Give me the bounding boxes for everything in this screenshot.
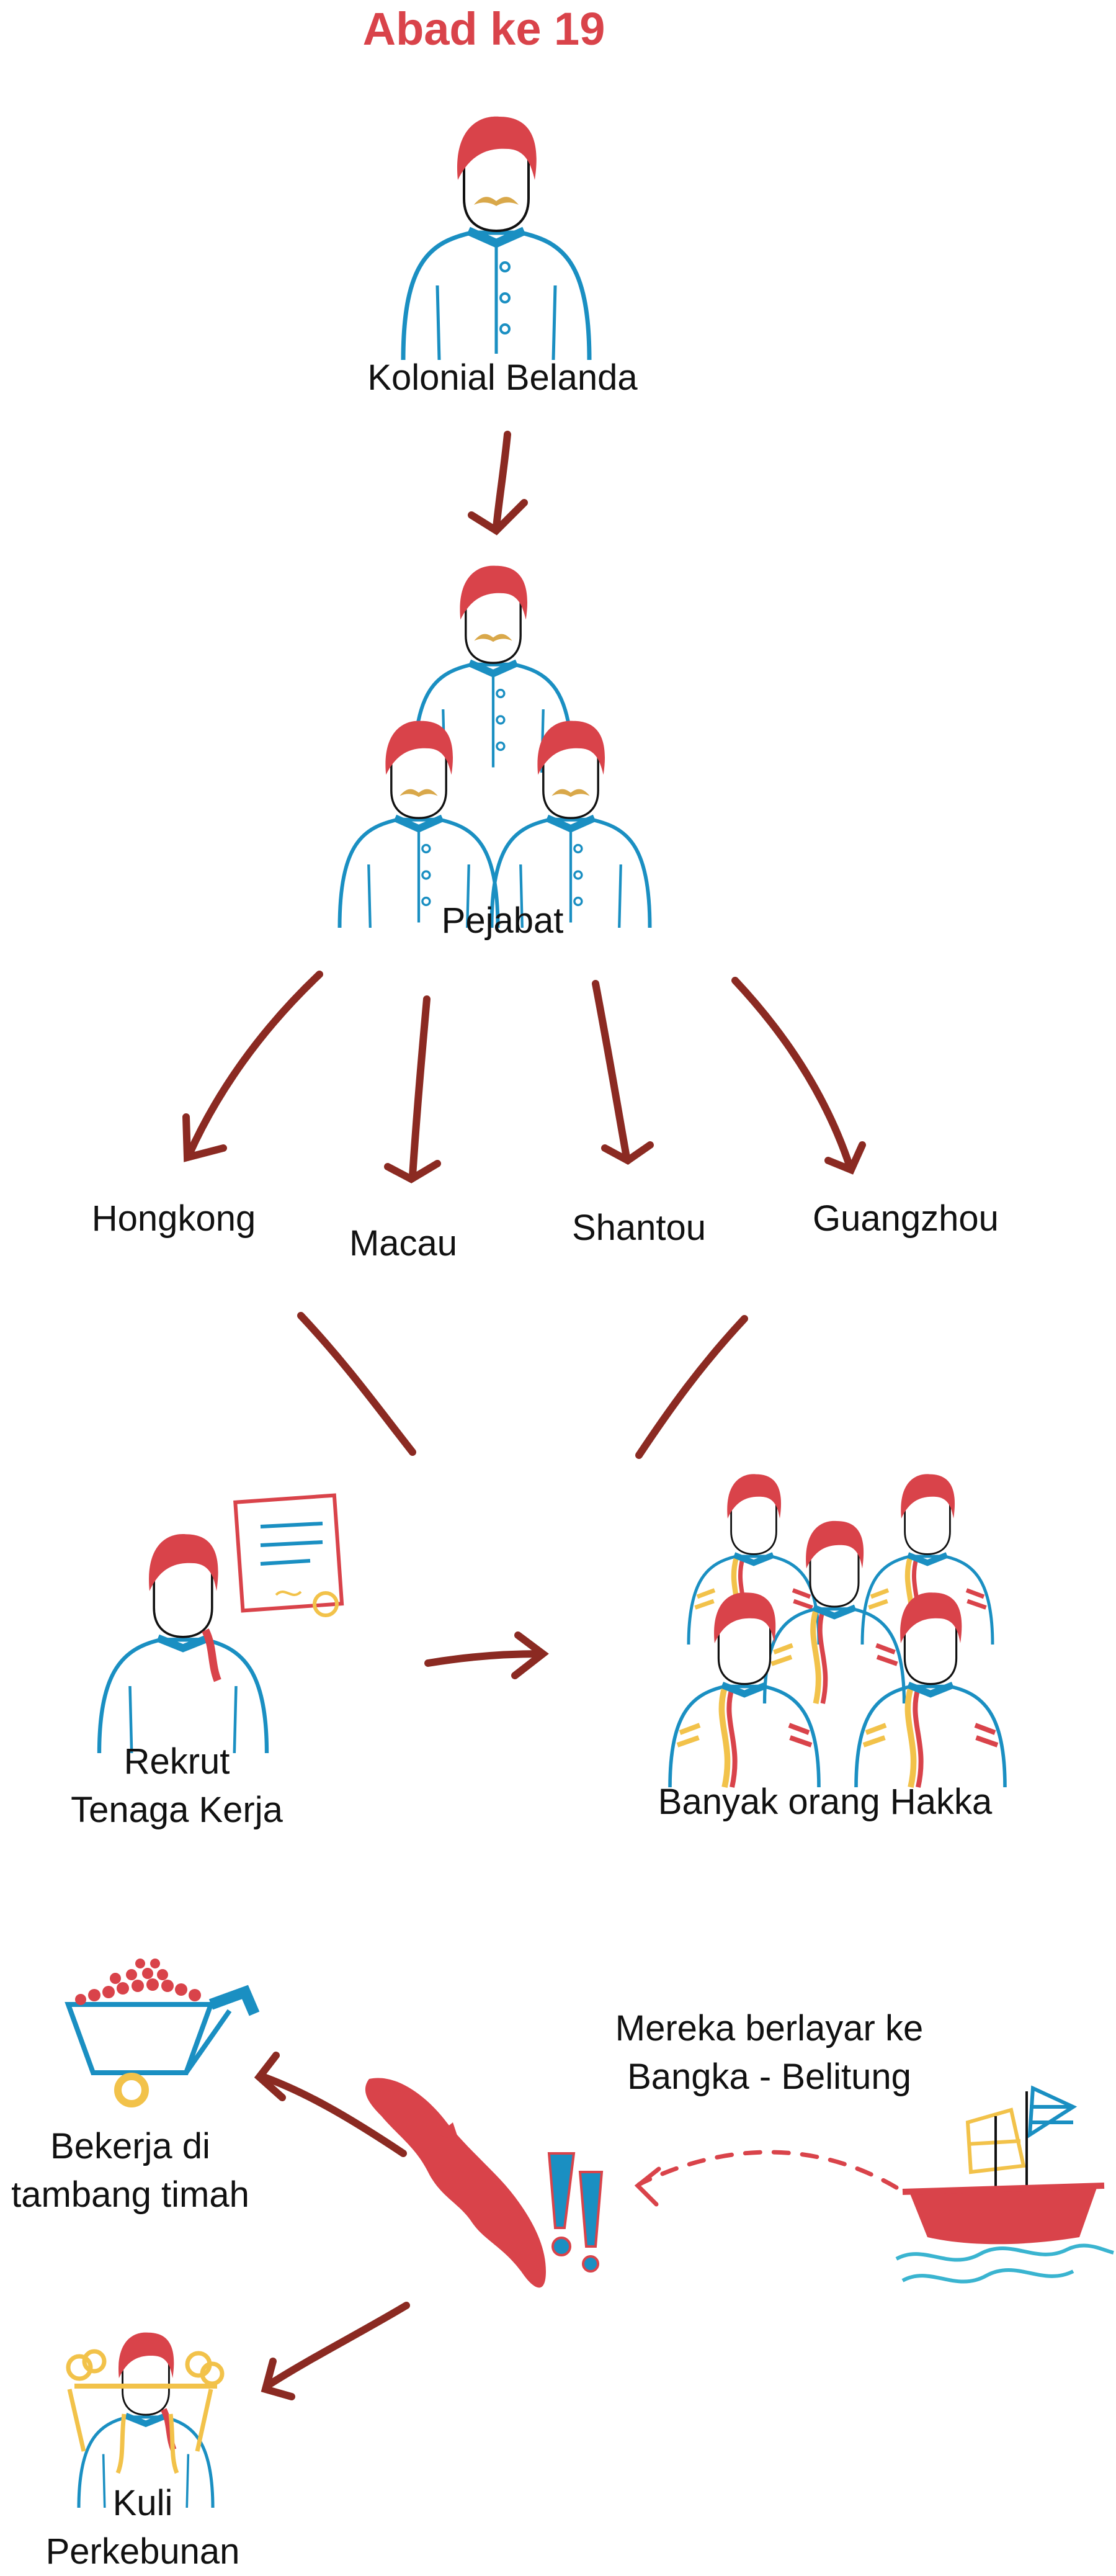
official-group-icon <box>340 566 650 928</box>
node-kuli-line2: Perkebunan <box>45 2531 240 2572</box>
node-shantou: Shantou <box>571 1208 707 1248</box>
island-map-icon <box>365 2078 546 2288</box>
junk-ship-icon <box>895 2085 1114 2284</box>
node-mereka-berlayar: Mereka berlayar ke Bangka - Belitung <box>596 2004 943 2101</box>
node-banyak-orang-hakka: Banyak orang Hakka <box>658 1782 993 1822</box>
basket-carrier-icon <box>66 2333 225 2508</box>
arrow-kolonial-to-pejabat <box>468 431 528 536</box>
node-pejabat: Pejabat <box>441 900 564 941</box>
node-guangzhou: Guangzhou <box>813 1198 999 1239</box>
arrow-island-to-tambang <box>254 2052 407 2157</box>
mining-cart-icon <box>65 1959 260 2107</box>
connector-cities-to-hakka <box>297 1312 748 1459</box>
node-tambang-line1: Bekerja di <box>50 2126 210 2166</box>
arrow-island-to-kuli <box>261 2302 410 2400</box>
node-kuli-perkebunan: Kuli Perkebunan <box>12 2479 273 2576</box>
node-rekrut-line1: Rekrut <box>123 1741 230 1782</box>
node-kuli-line1: Kuli <box>112 2483 173 2523</box>
certificate-icon <box>233 1493 344 1617</box>
node-bekerja-tambang: Bekerja di tambang timah <box>0 2122 261 2219</box>
node-berlayar-line1: Mereka berlayar ke <box>615 2008 924 2049</box>
node-berlayar-line2: Bangka - Belitung <box>627 2057 911 2097</box>
official-person-icon <box>403 117 589 360</box>
arrow-ship-to-island <box>634 2150 899 2207</box>
arrows-pejabat-to-cities <box>182 971 866 1183</box>
diagram-title: Abad ke 19 <box>362 3 605 55</box>
node-rekrut-line2: Tenaga Kerja <box>71 1790 283 1830</box>
hakka-group-icon <box>670 1474 1005 1787</box>
exclamation-icon <box>547 2152 604 2273</box>
node-macau: Macau <box>349 1223 458 1263</box>
arrow-rekrut-to-hakka <box>424 1631 549 1679</box>
node-tambang-line2: tambang timah <box>11 2174 249 2215</box>
node-kolonial-belanda: Kolonial Belanda <box>367 357 638 398</box>
node-rekrut-tenaga-kerja: Rekrut Tenaga Kerja <box>37 1738 316 1834</box>
node-hongkong: Hongkong <box>91 1198 256 1239</box>
